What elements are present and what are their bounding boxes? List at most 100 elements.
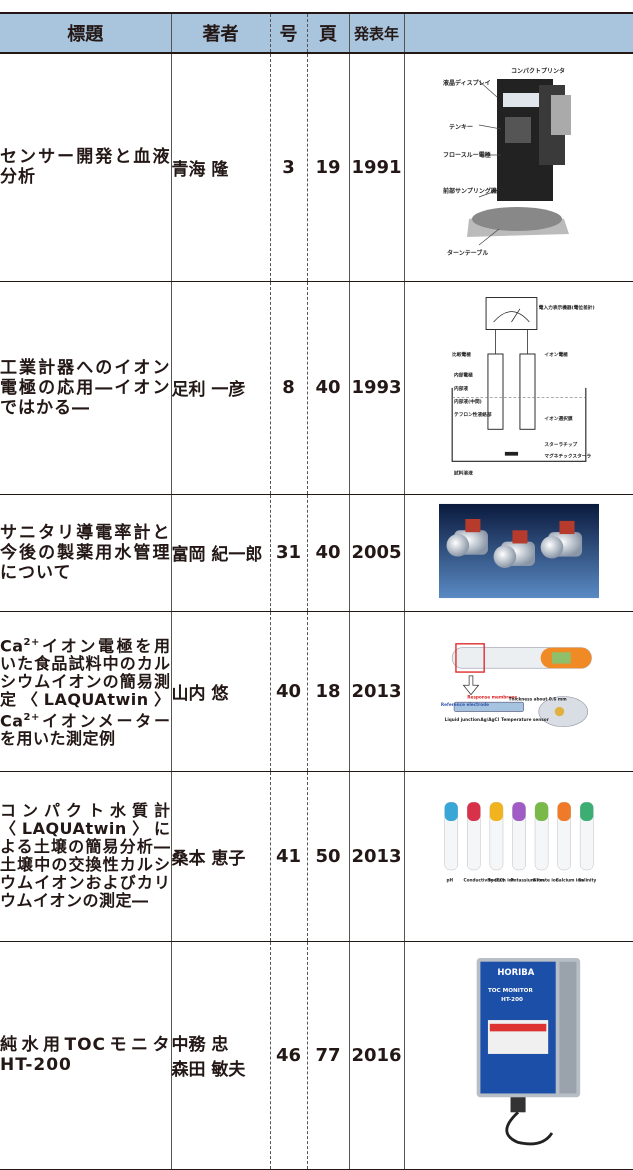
table-row: センサー開発と血液分析 青海 隆 3 19 1991 <box>0 53 633 282</box>
title-part: Ca <box>0 636 24 655</box>
paper-title: 工業計器へのイオン電極の応用―イオンではかる― <box>0 281 172 495</box>
paper-author: 富岡 紀一郎 <box>171 494 271 612</box>
header-year: 発表年 <box>349 12 405 54</box>
header-figure <box>404 12 633 54</box>
figure-label: 電入力表示機器(電位差計) <box>539 303 595 310</box>
table-row: サニタリ導電率計と今後の製薬用水管理について 富岡 紀一郎 31 40 2005 <box>0 494 633 612</box>
paper-year: 2013 <box>349 611 405 772</box>
figure-label: Reference electrode <box>441 702 489 707</box>
toc-monitor-photo: HORIBA TOC MONITOR HT-200 <box>438 948 599 1158</box>
author-name: 富岡 紀一郎 <box>171 545 263 565</box>
paper-issue: 46 <box>270 941 308 1170</box>
figure-label: Temperature sensor <box>501 717 550 722</box>
figure-label: 内部液(中間) <box>454 397 482 404</box>
figure-label: 試料溶液 <box>454 469 473 476</box>
figure-label: Liquid junction <box>444 717 479 722</box>
ion-electrode-setup-diagram: 電入力表示機器(電位差計) 比較電極 イオン電極 内部電極 内部液 内部液(中間… <box>438 285 599 486</box>
author-name: 青海 隆 <box>171 159 229 180</box>
figure-label: スターラチップ <box>544 441 577 448</box>
figure-label: HORIBA <box>497 967 534 977</box>
cut-off-caption <box>0 0 633 7</box>
figure-label: Response membrane <box>467 694 517 699</box>
paper-year: 1991 <box>349 53 405 282</box>
paper-year: 2016 <box>349 941 405 1170</box>
title-part: イオンメーターを用いた測定例 <box>0 711 171 749</box>
figure-label: ターンテーブル <box>447 249 488 257</box>
figure-label: Salinity <box>578 877 596 882</box>
paper-page: 19 <box>307 53 350 282</box>
paper-issue: 8 <box>270 281 308 495</box>
figure-label: フロースルー電極 <box>443 151 491 159</box>
figure-label: Potassium ion <box>510 877 544 882</box>
figure-label: イオン電極 <box>544 350 568 357</box>
header-author: 著者 <box>171 12 271 54</box>
figure-label: イオン選択膜 <box>544 414 572 421</box>
paper-title: サニタリ導電率計と今後の製薬用水管理について <box>0 494 172 612</box>
figure-label: HT-200 <box>501 997 523 1003</box>
author-name: 足利 一彦 <box>171 380 246 400</box>
table-row: Ca2+イオン電極を用いた食品試料中のカルシウムイオンの簡易測定〈LAQUAtw… <box>0 611 633 772</box>
paper-page: 77 <box>307 941 350 1170</box>
paper-title: コンパクト水質計〈LAQUAtwin〉による土壌の簡易分析―土壌中の交換性カルシ… <box>0 771 172 942</box>
paper-author: 山内 悠 <box>171 611 271 772</box>
header-issue: 号 <box>270 12 308 54</box>
figure-label: Nitrate ion <box>533 877 559 882</box>
figure-cell: Response membrane Reference electrode Th… <box>404 611 633 772</box>
author-name: 桑本 恵子 <box>171 848 246 869</box>
figure-label: コンパクトプリンタ <box>511 67 565 75</box>
table-row: 工業計器へのイオン電極の応用―イオンではかる― 足利 一彦 8 40 1993 <box>0 281 633 495</box>
figure-cell: コンパクトプリンタ 液晶ディスプレイ テンキー フロースルー電極 前部サンプリン… <box>404 53 633 282</box>
paper-author: 桑本 恵子 <box>171 771 271 942</box>
paper-author: 足利 一彦 <box>171 281 271 495</box>
figure-label: 前部サンプリング機構 <box>443 187 503 195</box>
paper-page: 18 <box>307 611 350 772</box>
figure-label: TOC MONITOR <box>488 988 534 994</box>
laquatwin-meter-lineup-photo: pH Conductivity (EC) Sodium ion Potassiu… <box>438 779 599 929</box>
table-row: コンパクト水質計〈LAQUAtwin〉による土壌の簡易分析―土壌中の交換性カルシ… <box>0 771 633 942</box>
paper-year: 1993 <box>349 281 405 495</box>
figure-label: 内部液 <box>454 384 468 391</box>
figure-label: Sodium ion <box>488 877 515 882</box>
title-part: イオン電極を用いた食品試料中のカルシウムイオンの簡易測定〈LAQUAtwin〉C… <box>0 636 171 731</box>
title-superscript: 2+ <box>23 712 40 723</box>
header-title: 標題 <box>0 12 172 54</box>
papers-table: 標題 著者 号 頁 発表年 センサー開発と血液分析 青海 隆 3 19 1991 <box>0 12 633 1170</box>
paper-author: 中務 忠 森田 敏夫 <box>171 941 271 1170</box>
paper-issue: 31 <box>270 494 308 612</box>
paper-title: センサー開発と血液分析 <box>0 53 172 282</box>
title-superscript: 2+ <box>23 636 40 648</box>
paper-year: 2013 <box>349 771 405 942</box>
figure-label: Ag/AgCl <box>480 717 499 722</box>
figure-cell: 電入力表示機器(電位差計) 比較電極 イオン電極 内部電極 内部液 内部液(中間… <box>404 281 633 495</box>
paper-author: 青海 隆 <box>171 53 271 282</box>
header-page: 頁 <box>307 12 350 54</box>
author-name: 中務 忠 <box>171 1035 229 1055</box>
paper-issue: 3 <box>270 53 308 282</box>
paper-title: Ca2+イオン電極を用いた食品試料中のカルシウムイオンの簡易測定〈LAQUAtw… <box>0 611 172 772</box>
paper-page: 40 <box>307 281 350 495</box>
sanitary-conductivity-sensors-photo <box>438 500 599 601</box>
table-header-row: 標題 著者 号 頁 発表年 <box>0 12 633 54</box>
figure-label: Thickness about 0.6 mm <box>508 696 567 701</box>
figure-cell: HORIBA TOC MONITOR HT-200 <box>404 941 633 1170</box>
figure-label: 液晶ディスプレイ <box>443 79 491 87</box>
laquatwin-meter-diagram: Response membrane Reference electrode Th… <box>438 619 599 759</box>
table-row: 純水用TOCモニタ HT-200 中務 忠 森田 敏夫 46 77 2016 H… <box>0 941 633 1170</box>
figure-cell: pH Conductivity (EC) Sodium ion Potassiu… <box>404 771 633 942</box>
paper-issue: 41 <box>270 771 308 942</box>
figure-label: マグネチックスターラ <box>544 452 591 459</box>
paper-year: 2005 <box>349 494 405 612</box>
figure-label: Conductivity (EC) <box>463 877 504 882</box>
figure-label: Calcium ion <box>555 877 583 882</box>
figure-label: テンキー <box>449 124 473 131</box>
figure-label: テフロン性液絡部 <box>454 411 492 418</box>
author-name: 森田 敏夫 <box>171 1060 246 1080</box>
figure-cell <box>404 494 633 612</box>
paper-issue: 40 <box>270 611 308 772</box>
figure-label: 比較電極 <box>452 350 471 357</box>
blood-analyzer-illustration: コンパクトプリンタ 液晶ディスプレイ テンキー フロースルー電極 前部サンプリン… <box>438 59 599 272</box>
paper-page: 40 <box>307 494 350 612</box>
figure-label: 内部電極 <box>454 371 473 378</box>
author-name: 山内 悠 <box>171 683 229 704</box>
paper-page: 50 <box>307 771 350 942</box>
